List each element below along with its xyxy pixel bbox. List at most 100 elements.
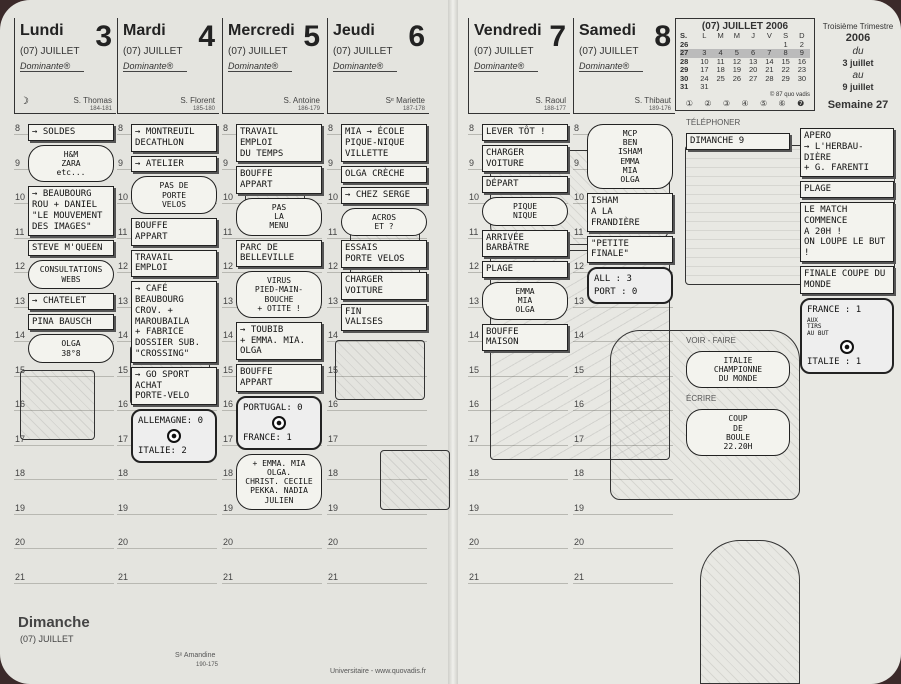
hour-label: 14 [328, 330, 339, 340]
hour-line [222, 513, 322, 515]
hour-line [14, 513, 114, 515]
hour-label: 9 [574, 157, 580, 168]
voir-faire-label: VOIR - FAIRE [686, 335, 736, 345]
hour-line [468, 410, 568, 411]
calendar-day-cell: 7 [767, 48, 772, 57]
day-name: Samedi [579, 22, 636, 39]
trimester-label: Troisième Trimestre [822, 22, 894, 31]
hour-label: 20 [469, 537, 480, 547]
note-isham: ISHAM A LA FRANDIÈRE [587, 193, 673, 232]
saturday-notes: MCP BEN ISHAM EMMA MIA OLGA ISHAM A LA F… [587, 124, 673, 305]
note-travail2: TRAVAIL EMPLOI DU TEMPS [236, 124, 322, 163]
hour-label: 13 [15, 295, 26, 306]
calendar-day-cell: 31 [700, 82, 709, 91]
note-guests: + EMMA. MIA OLGA. CHRIST. CECILE PEKKA. … [236, 453, 322, 510]
note-finale: FINALE COUPE DU MONDE [800, 265, 894, 294]
note-acros: ACROS ET ? [341, 207, 427, 237]
hour-line [327, 582, 427, 584]
calendar-header-cell: L [702, 31, 707, 40]
hour-line [327, 479, 427, 480]
hour-label: 21 [328, 571, 339, 582]
saint-name: S. Raoul [535, 96, 566, 105]
hour-label: 10 [328, 192, 339, 202]
day-name: Lundi [20, 22, 64, 39]
hour-line [327, 375, 427, 377]
hour-label: 19 [223, 502, 234, 513]
hour-label: 21 [223, 571, 234, 582]
hour-line [117, 582, 217, 584]
calendar-header-cell: S. [680, 31, 688, 40]
hour-line [222, 237, 322, 239]
hour-label: 18 [223, 468, 234, 478]
sunday-notes: APERO → L'HERBAU- DIÈRE + G. FARENTI PLA… [800, 128, 894, 375]
note-essais: ESSAIS PORTE VELOS [341, 240, 427, 268]
thursday-notes: MIA → ÉCOLE PIQUE-NIQUE VILLETTE OLGA CR… [341, 124, 427, 332]
hour-line [222, 582, 322, 584]
note-hm: H&M ZARA etc... [28, 144, 114, 183]
day-number: 8 [654, 20, 671, 53]
calendar-copyright: © 87 quo vadis [769, 91, 810, 98]
hour-label: 10 [574, 192, 585, 202]
hour-label: 19 [15, 502, 26, 513]
tv-score-top: PORTUGAL: 0 [243, 402, 303, 413]
hour-label: 18 [469, 468, 480, 478]
calendar-day-cell: 2 [799, 39, 804, 49]
calendar-day-cell: 30 [797, 73, 807, 83]
calendar-day-cell: 1 [783, 39, 788, 49]
hour-line [468, 582, 568, 584]
note-fin: FIN VALISES [341, 303, 427, 332]
calendar-day-cell: 21 [765, 65, 774, 74]
calendar-day-cell: 16 [797, 56, 807, 66]
calendar-day-cell: 22 [781, 65, 790, 74]
calendar-day-cell [713, 83, 729, 92]
calendar-day-cell: 17 [700, 65, 709, 74]
hour-label: 14 [469, 330, 480, 340]
hour-line [117, 513, 217, 515]
hour-label: 15 [223, 364, 234, 375]
hour-label: 17 [223, 433, 234, 444]
hour-label: 18 [574, 468, 585, 478]
hour-label: 10 [469, 192, 480, 202]
calendar-header-cell: J [751, 31, 755, 40]
wednesday-notes: TRAVAIL EMPLOI DU TEMPS BOUFFE APPART PA… [236, 124, 322, 510]
car-sketch [380, 450, 450, 510]
hour-label: 21 [118, 571, 129, 582]
hour-label: 18 [328, 468, 339, 478]
hour-label: 9 [328, 157, 334, 168]
to-date: 9 juillet [842, 82, 874, 92]
calendar-day-cell: 26 [732, 73, 742, 83]
calendar-day-cell: 11 [716, 56, 725, 66]
hour-label: 8 [223, 123, 229, 133]
calendar-day-cell [778, 83, 794, 92]
note-chez: → CHEZ SERGE [341, 187, 427, 204]
note-piquenique: PIQUE NIQUE [482, 197, 568, 226]
hour-line [573, 444, 673, 446]
note-apero: APERO → L'HERBAU- DIÈRE + G. FARENTI [800, 128, 894, 178]
footer-url: Universitaire - www.quovadis.fr [330, 668, 427, 675]
hour-label: 16 [15, 399, 26, 409]
hour-label: 12 [118, 261, 129, 271]
hour-label: 8 [469, 123, 475, 133]
au-label: au [852, 69, 864, 81]
hour-line [468, 444, 568, 446]
page-gutter [448, 0, 458, 684]
hour-label: 15 [469, 364, 480, 375]
day-name: Mercredi [228, 22, 295, 39]
football-icon [840, 340, 854, 355]
calendar-day-cell: 10 [700, 56, 709, 66]
note-virus: VIRUS PIED-MAIN- BOUCHE + OTITE ! [236, 271, 322, 318]
note-steve: STEVE M'QUEEN [28, 239, 114, 257]
hour-label: 16 [328, 399, 339, 409]
hour-label: 15 [15, 364, 26, 375]
hour-label: 11 [15, 226, 25, 237]
note-bouffe2: BOUFFE APPART [236, 166, 322, 194]
calendar-day-cell: 4 [718, 48, 723, 57]
dimanche-num: 190-175 [196, 662, 219, 668]
calendar-day-cell: 30 [680, 73, 689, 83]
note-cafe: → CAFÉ BEAUBOURG CROV. + MAROUBAILA + FA… [131, 281, 217, 363]
